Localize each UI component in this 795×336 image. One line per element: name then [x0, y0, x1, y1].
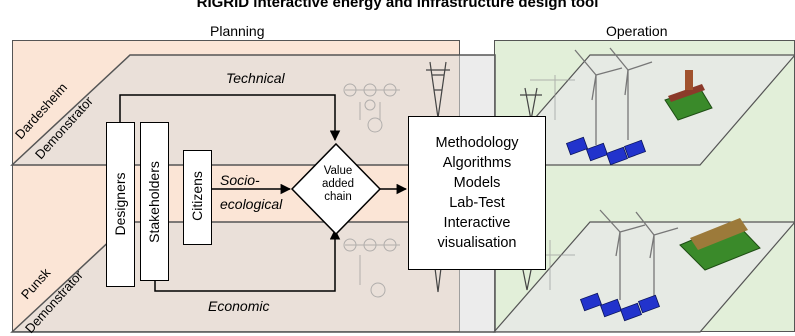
value-chain-line1: Value — [323, 165, 353, 177]
wind-turbine-icon — [574, 47, 679, 305]
stakeholders-label: Stakeholders — [146, 161, 162, 243]
circuit-diagram-icon — [343, 75, 575, 298]
methodology-item: Methodology — [435, 135, 519, 151]
value-chain-line2: added — [322, 178, 354, 190]
value-chain-line3: chain — [324, 191, 352, 203]
technical-arrow — [119, 94, 341, 148]
visualisation-item: visualisation — [437, 235, 517, 251]
value-chain-text: Value added chain — [312, 165, 364, 204]
citizens-box: Citizens — [183, 150, 212, 245]
building-icon — [664, 70, 761, 271]
solar-panel-icon — [565, 136, 661, 322]
models-item: Models — [453, 175, 501, 191]
designers-box: Designers — [106, 122, 135, 287]
technical-label: Technical — [226, 70, 285, 86]
designers-label: Designers — [112, 172, 128, 236]
stakeholders-box: Stakeholders — [140, 122, 169, 281]
planning-label: Planning — [210, 23, 265, 39]
algorithms-item: Algorithms — [442, 155, 512, 171]
operation-label: Operation — [606, 23, 668, 39]
diagram-title: RIGRID interactive energy and infrastruc… — [196, 0, 599, 11]
socio-label: Socio- — [220, 172, 260, 188]
operation-plane-top — [492, 54, 795, 166]
ecological-label: ecological — [220, 196, 283, 212]
lab-test-item: Lab-Test — [449, 195, 505, 211]
value-chain-diamond — [290, 142, 382, 236]
interactive-item: Interactive — [443, 215, 511, 231]
economic-label: Economic — [208, 298, 270, 314]
methodology-box: Methodology Algorithms Models Lab-Test I… — [408, 116, 546, 270]
citizens-label: Citizens — [189, 171, 205, 221]
